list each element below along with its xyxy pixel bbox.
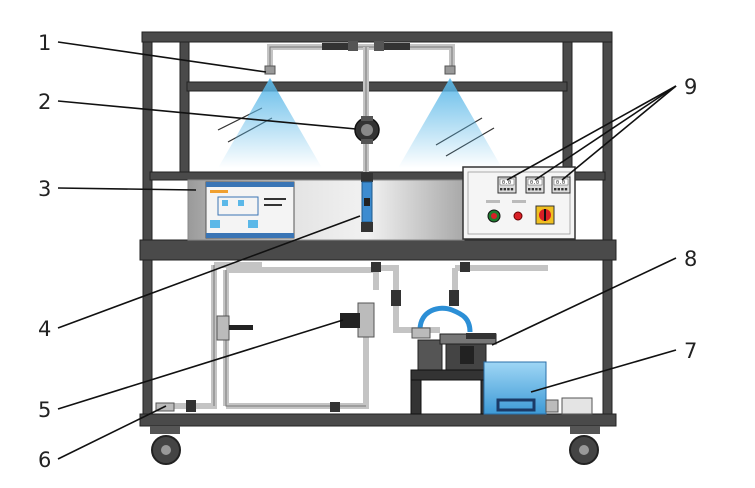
wheel-icon bbox=[150, 426, 600, 465]
controller-key bbox=[507, 188, 510, 191]
leader-4 bbox=[57, 215, 361, 329]
pipe-fittings bbox=[186, 262, 470, 412]
handle-valve bbox=[216, 315, 253, 341]
controller-key bbox=[500, 188, 503, 191]
leader-2 bbox=[57, 100, 357, 130]
callout-5: 5 bbox=[38, 398, 51, 422]
callout-numbers: 1 2 3 4 5 6 7 8 9 bbox=[38, 31, 697, 472]
leader-3 bbox=[57, 187, 197, 191]
controller-key bbox=[557, 188, 560, 191]
controller-key bbox=[535, 188, 538, 191]
callout-6: 6 bbox=[38, 448, 51, 472]
callout-7: 7 bbox=[684, 339, 697, 363]
callout-8: 8 bbox=[684, 247, 697, 271]
hose bbox=[417, 305, 473, 333]
callout-9: 9 bbox=[684, 75, 697, 99]
nozzle-icon bbox=[264, 65, 456, 75]
callout-2: 2 bbox=[38, 90, 51, 114]
callout-4: 4 bbox=[38, 317, 51, 341]
controller-key bbox=[531, 188, 534, 191]
leader-5 bbox=[57, 319, 344, 410]
controller-key bbox=[503, 188, 506, 191]
controller-key bbox=[510, 188, 514, 191]
leader-9b bbox=[534, 85, 677, 181]
leader-8 bbox=[491, 257, 677, 346]
flow-sensor bbox=[340, 302, 375, 338]
hmi-screen bbox=[205, 181, 295, 239]
pump-icon bbox=[417, 333, 497, 371]
controller-readout-2: 0.0 bbox=[530, 180, 539, 186]
controller-key bbox=[538, 188, 542, 191]
controller-readout-3: 0.0 bbox=[556, 180, 565, 186]
controller-screen-2 bbox=[527, 178, 543, 186]
frame bbox=[139, 31, 617, 427]
controller-key bbox=[528, 188, 531, 191]
controller-displays: 0.0 0.0 0.0 bbox=[497, 176, 571, 194]
valve-icon bbox=[354, 116, 380, 144]
leader-6 bbox=[57, 405, 167, 460]
rotameter-icon bbox=[361, 172, 373, 232]
controller-screen-3 bbox=[553, 178, 569, 186]
callout-1: 1 bbox=[38, 31, 51, 55]
callout-3: 3 bbox=[38, 177, 51, 201]
leader-lines bbox=[57, 41, 677, 460]
controller-readout-1: 0.0 bbox=[502, 180, 511, 186]
tank-icon bbox=[483, 361, 593, 415]
leader-7 bbox=[530, 349, 677, 393]
leader-9a bbox=[506, 85, 677, 181]
controller-key bbox=[561, 188, 564, 191]
leader-1 bbox=[57, 41, 267, 73]
controller-screen-1 bbox=[499, 178, 515, 186]
pump-stand bbox=[410, 369, 492, 415]
hose-connector bbox=[411, 327, 431, 339]
controller-key bbox=[564, 188, 568, 191]
controller-key bbox=[554, 188, 557, 191]
control-buttons bbox=[486, 200, 555, 225]
spray-cones bbox=[218, 78, 502, 168]
top-valves bbox=[322, 41, 410, 51]
leader-9c bbox=[561, 85, 677, 181]
